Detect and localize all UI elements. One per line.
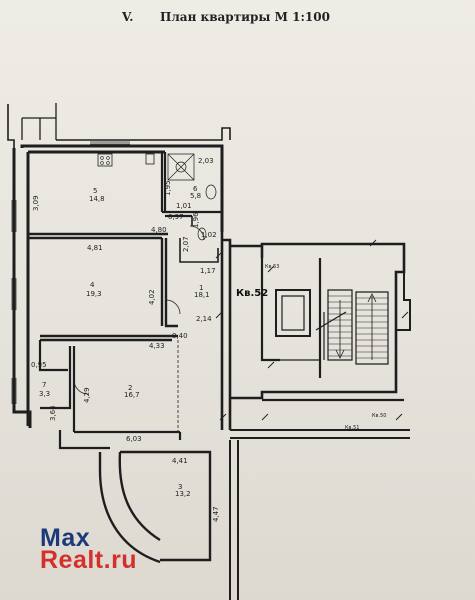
dim-label: 4,02 — [148, 289, 156, 305]
neighbor-label: Кв.53 — [265, 264, 279, 270]
room2-wall — [58, 430, 182, 450]
room-4-number: 4 — [90, 281, 95, 289]
room-4-area: 19,3 — [86, 290, 102, 298]
room-5-area: 14,8 — [89, 195, 105, 203]
section-number: V. — [122, 10, 134, 24]
apartment-wall-main — [12, 144, 224, 428]
dim-label: 1,95 — [164, 180, 172, 196]
dim-label: 4,33 — [149, 342, 165, 350]
room-6-area: 5,8 — [190, 192, 201, 200]
dimension-labels: 2,03 1,01 1,95 0,97 1,96 1,02 2,07 3,09 … — [31, 157, 220, 522]
window-left-3 — [11, 378, 17, 404]
apartment-wall-right — [220, 146, 232, 430]
dim-label: 0,97 — [168, 213, 184, 221]
building-wall — [21, 103, 57, 140]
window-left-1 — [11, 200, 17, 232]
dim-label: 4,41 — [172, 457, 188, 465]
stove — [97, 153, 113, 167]
door-arc-3 — [73, 379, 89, 395]
stair-block-wall — [230, 242, 406, 400]
dim-label: 0,40 — [172, 332, 188, 340]
dim-label: 4,47 — [212, 506, 220, 522]
room-7-area: 3,3 — [39, 390, 50, 398]
window-top — [90, 141, 130, 145]
room-2-area: 16,7 — [124, 391, 140, 399]
wall-ticks — [215, 239, 409, 421]
washbasin — [205, 184, 217, 200]
room3-outer — [98, 469, 161, 564]
watermark-line-2: Realt.ru — [40, 546, 138, 574]
corridor-lines — [229, 429, 410, 600]
room-1-area: 18,1 — [194, 291, 210, 299]
stair-flight-left — [327, 289, 353, 361]
shower-drain — [175, 161, 187, 173]
right-building-wall — [396, 272, 411, 331]
dim-label: 2,07 — [182, 236, 190, 252]
dim-label: 3,09 — [32, 195, 40, 211]
stair-diagonal — [315, 311, 347, 331]
outer-wall-top — [56, 127, 231, 141]
stair-inner-wall — [260, 258, 404, 402]
room-7-number: 7 — [42, 381, 46, 389]
dim-label: 4,80 — [151, 226, 167, 234]
watermark-logo: Max Realt.ru — [40, 524, 138, 574]
stair-landing — [262, 312, 325, 361]
outer-wall-left — [7, 104, 15, 148]
bathroom-wall — [160, 152, 222, 218]
room4-wall — [40, 238, 178, 342]
room-5-number: 5 — [93, 187, 97, 195]
kitchen-wall — [28, 232, 168, 240]
room7-wall — [38, 340, 76, 432]
dim-label: 1,01 — [176, 202, 192, 210]
door-arc-2 — [165, 299, 181, 315]
room3-wall — [98, 450, 212, 562]
stair-shaft — [275, 289, 311, 337]
kitchen-sink — [145, 153, 155, 165]
shower-tray — [167, 153, 195, 181]
toilet — [197, 227, 207, 241]
neighbor-label: Кв.51 — [345, 425, 359, 431]
dim-label: 1,96 — [192, 212, 200, 228]
dim-label: 1,02 — [201, 231, 217, 239]
room-2-number: 2 — [128, 384, 132, 392]
dim-label: 6,03 — [126, 435, 142, 443]
dim-label: 4,29 — [83, 387, 91, 403]
plan-heading: План квартиры М 1:100 — [160, 10, 330, 24]
window-left-2 — [11, 278, 17, 310]
apartment-label: Кв.52 — [236, 288, 268, 299]
dim-label: 4,81 — [87, 244, 103, 252]
lift-shaft — [281, 295, 305, 331]
dim-label: 1,17 — [200, 267, 216, 275]
room-3-area: 13,2 — [175, 490, 191, 498]
dim-label: 2,14 — [196, 315, 212, 323]
room-1-number: 1 — [199, 284, 203, 292]
stair-steps — [328, 295, 388, 359]
room-labels: 5 14,8 6 5,8 4 19,3 1 18,1 7 3,3 2 16,7 … — [39, 185, 210, 498]
neighbor-label: Кв.50 — [372, 413, 386, 419]
door-arc-1 — [189, 225, 205, 241]
hall-partition — [179, 216, 219, 263]
watermark-line-1: Max — [40, 524, 91, 552]
dim-label: 2,03 — [198, 157, 214, 165]
dim-label: 3,64 — [49, 405, 57, 421]
stair-arrow — [335, 293, 377, 360]
dim-label: 0,95 — [31, 361, 47, 369]
room-6-number: 6 — [193, 185, 198, 193]
room-3-number: 3 — [178, 483, 182, 491]
